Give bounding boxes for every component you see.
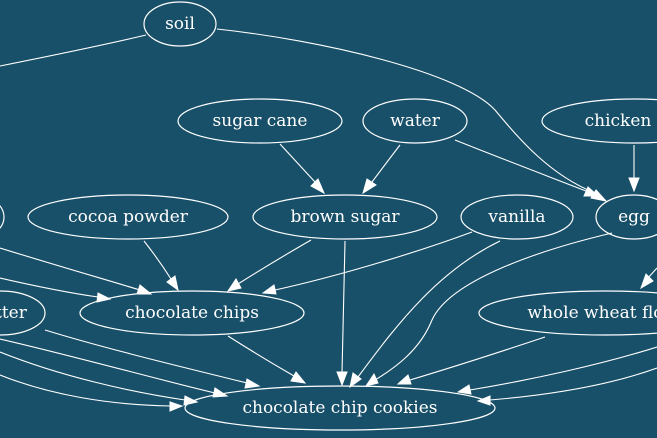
edges [0, 28, 657, 412]
arrowhead-offscreen-chocolate-chips-1 [136, 284, 153, 295]
edge-butter-to-cookies [44, 329, 248, 384]
edge-soil-offscreen [0, 34, 147, 67]
edge-brown-sugar-to-chocolate-chips [237, 239, 312, 285]
arrowhead-cocoa-chocolate-chips [166, 275, 179, 292]
node-vanilla-label: vanilla [487, 207, 545, 227]
node-egg[interactable]: egg [595, 194, 657, 240]
edge-offscreen-right-to-cookies-2 [489, 367, 657, 401]
edge-vanilla-to-cookies [357, 240, 501, 378]
arrowhead-offscreen-right-cookies-2 [476, 395, 491, 406]
node-cocoa-powder[interactable]: cocoa powder [27, 194, 229, 240]
node-cocoa-powder-label: cocoa powder [68, 207, 189, 227]
arrowhead-offscreen-right-cookies-1 [456, 384, 472, 395]
edge-offscreen-to-chocolate-chips-1 [0, 247, 141, 291]
node-chocolate-chip-cookies-shape [184, 385, 496, 431]
arrowhead-offscreen-right-whole-wheat [640, 273, 654, 290]
node-whole-wheat-flour-label: whole wheat flour [527, 303, 657, 323]
edge-brown-sugar-to-cookies [341, 240, 346, 374]
arrowhead-sugar-cane-brown-sugar [310, 178, 326, 195]
arrowhead-brown-sugar-cookies [336, 371, 348, 387]
node-vanilla-shape [460, 194, 574, 240]
node-butter-shape [0, 290, 46, 336]
arrowhead-offscreen-cookies-3 [169, 401, 184, 412]
node-water-shape [362, 98, 468, 144]
edge-water-to-egg [454, 139, 587, 192]
node-offscreen-left [0, 205, 5, 229]
edge-vanilla-to-chocolate-chips [274, 231, 473, 291]
node-soil-shape [143, 1, 217, 47]
node-chicken[interactable]: chicken [541, 98, 657, 144]
node-chocolate-chips-label: chocolate chips [125, 303, 259, 323]
node-chicken-label: chicken [585, 111, 652, 131]
arrowhead-offscreen-cookies-2 [183, 395, 199, 406]
edge-offscreen-to-chocolate-chips-2 [0, 277, 99, 298]
edge-offscreen-to-cookies-1 [0, 338, 216, 394]
arrowhead-flour-cookies [396, 374, 412, 385]
node-cocoa-powder-shape [27, 194, 229, 240]
node-chocolate-chips-shape [79, 290, 305, 336]
node-egg-label: egg [618, 207, 650, 227]
arrowhead-chocolate-chips-cookies [290, 371, 307, 384]
arrowhead-chicken-egg [628, 177, 640, 193]
edge-offscreen-to-cookies-2 [0, 351, 186, 401]
node-offscreen-left-shape [0, 205, 5, 229]
edge-egg-to-cookies [374, 232, 613, 381]
edge-sugar-cane-to-brown-sugar [279, 143, 316, 183]
node-whole-wheat-flour-shape [478, 290, 657, 336]
edge-cocoa-powder-to-chocolate-chips [143, 240, 172, 280]
arrowhead-brown-sugar-chocolate-chips [226, 278, 242, 292]
node-brown-sugar-shape [252, 194, 438, 240]
node-chocolate-chip-cookies-label: chocolate chip cookies [242, 398, 437, 418]
node-sugar-cane-label: sugar cane [213, 111, 308, 131]
node-water-label: water [390, 111, 441, 131]
node-chicken-shape [541, 98, 657, 144]
arrowhead-water-egg [583, 186, 600, 197]
node-vanilla[interactable]: vanilla [460, 194, 574, 240]
edge-offscreen-right-to-cookies-1 [469, 346, 657, 391]
node-soil[interactable]: soil [143, 1, 217, 47]
node-water[interactable]: water [362, 98, 468, 144]
node-chocolate-chip-cookies[interactable]: chocolate chip cookies [184, 385, 496, 431]
node-sugar-cane-shape [177, 98, 343, 144]
node-brown-sugar-label: brown sugar [291, 207, 401, 227]
node-whole-wheat-flour[interactable]: whole wheat flour [478, 290, 657, 336]
node-chocolate-chips[interactable]: chocolate chips [79, 290, 305, 336]
arrowhead-offscreen-cookies-1 [212, 387, 229, 398]
arrowhead-butter-cookies [244, 378, 261, 389]
node-butter-label: butter [0, 303, 28, 323]
arrowhead-egg-cookies [364, 372, 379, 387]
arrowhead-vanilla-chocolate-chips [261, 284, 277, 295]
arrowhead-water-brown-sugar [362, 178, 377, 195]
edge-chocolate-chips-to-cookies [227, 335, 295, 377]
edge-offscreen-to-cookies-3 [0, 374, 171, 407]
edge-water-to-brown-sugar [371, 144, 401, 183]
node-egg-shape [595, 194, 657, 240]
edge-whole-wheat-flour-to-cookies [409, 336, 546, 381]
edge-soil-to-egg [216, 28, 596, 194]
node-soil-label: soil [165, 14, 195, 34]
node-brown-sugar[interactable]: brown sugar [252, 194, 438, 240]
node-sugar-cane[interactable]: sugar cane [177, 98, 343, 144]
arrowhead-vanilla-cookies [349, 372, 362, 389]
node-butter[interactable]: butter [0, 290, 46, 336]
